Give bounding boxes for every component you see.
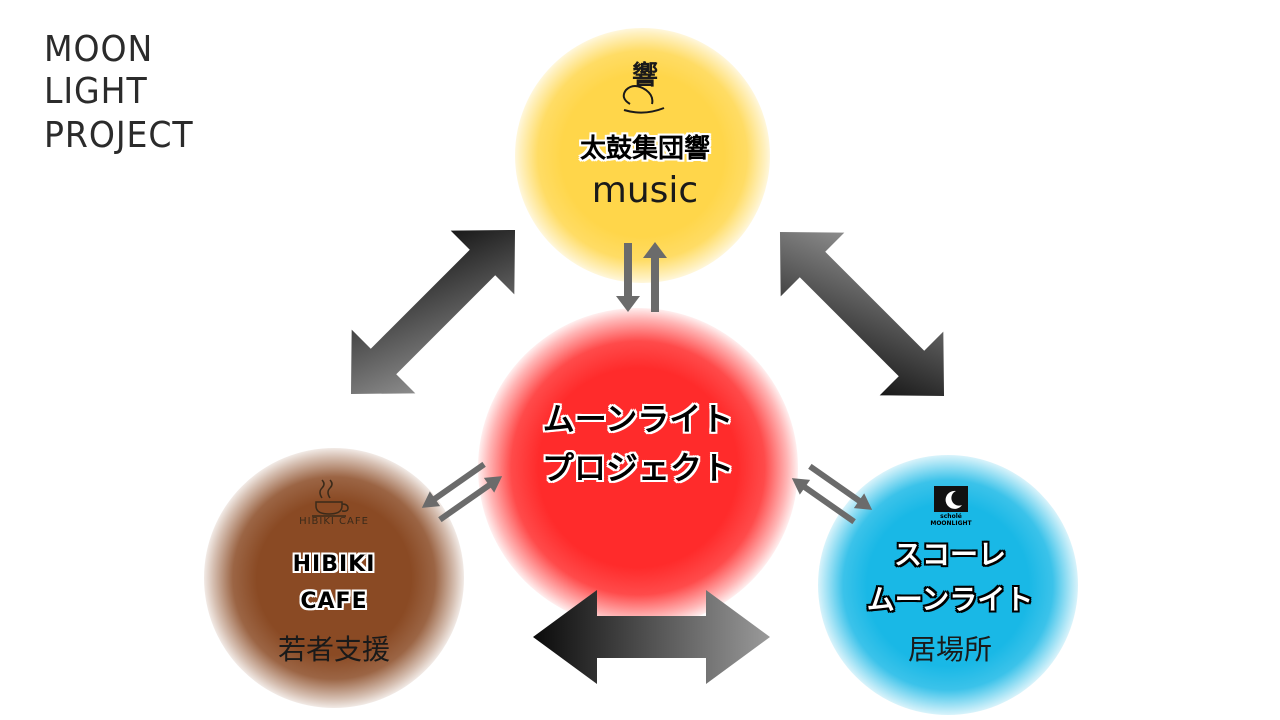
taiko-logo-glyph: 響 bbox=[631, 61, 658, 91]
exchange-arrows-center-cafe bbox=[421, 461, 503, 523]
exchange-arrows-center-taiko bbox=[616, 242, 667, 312]
moonlight-project-title-line1: ムーンライト bbox=[542, 400, 734, 438]
schole-logo-line1: scholé bbox=[940, 513, 962, 520]
taiko-node-name: 太鼓集団響 bbox=[579, 134, 710, 164]
double-arrow-taiko-cafe bbox=[350, 229, 516, 395]
schole-logo-line2: MOONLIGHT bbox=[930, 520, 972, 527]
schole-logo-text: scholé MOONLIGHT bbox=[916, 513, 986, 527]
hibiki-cafe-subtitle: 若者支援 bbox=[277, 633, 390, 666]
hibiki-cafe-name-line2: CAFE bbox=[300, 589, 368, 614]
kyo-brush-mark-icon bbox=[622, 85, 665, 114]
schole-name-line1: スコーレ bbox=[893, 538, 1006, 571]
hibiki-cafe-node-circle bbox=[204, 448, 464, 708]
double-arrow-cafe-schole bbox=[533, 590, 770, 684]
taiko-node-subtitle: music bbox=[591, 170, 699, 211]
schole-subtitle: 居場所 bbox=[907, 633, 992, 666]
logo-line-2: LIGHT bbox=[44, 71, 148, 112]
hibiki-cup-icon bbox=[312, 479, 349, 517]
taiko-node-circle bbox=[515, 28, 770, 283]
logo-line-1: MOON bbox=[44, 29, 154, 70]
moonlight-project-logo: MOON LIGHT PROJECT bbox=[44, 30, 244, 160]
schole-name-line2: ムーンライト bbox=[866, 583, 1034, 616]
taiko-logo: 響 bbox=[620, 55, 670, 120]
double-arrow-taiko-schole bbox=[779, 231, 945, 397]
moonlight-project-node-circle bbox=[478, 308, 798, 628]
hibiki-cafe-logo-text: HIBIKI CAFE bbox=[299, 516, 369, 527]
logo-line-3: PROJECT bbox=[44, 115, 194, 156]
exchange-arrows-center-schole bbox=[791, 463, 873, 525]
hibiki-cafe-name-line1: HIBIKI bbox=[292, 552, 376, 577]
schole-moon-icon bbox=[934, 486, 968, 512]
moonlight-project-title-line2: プロジェクト bbox=[541, 449, 734, 487]
